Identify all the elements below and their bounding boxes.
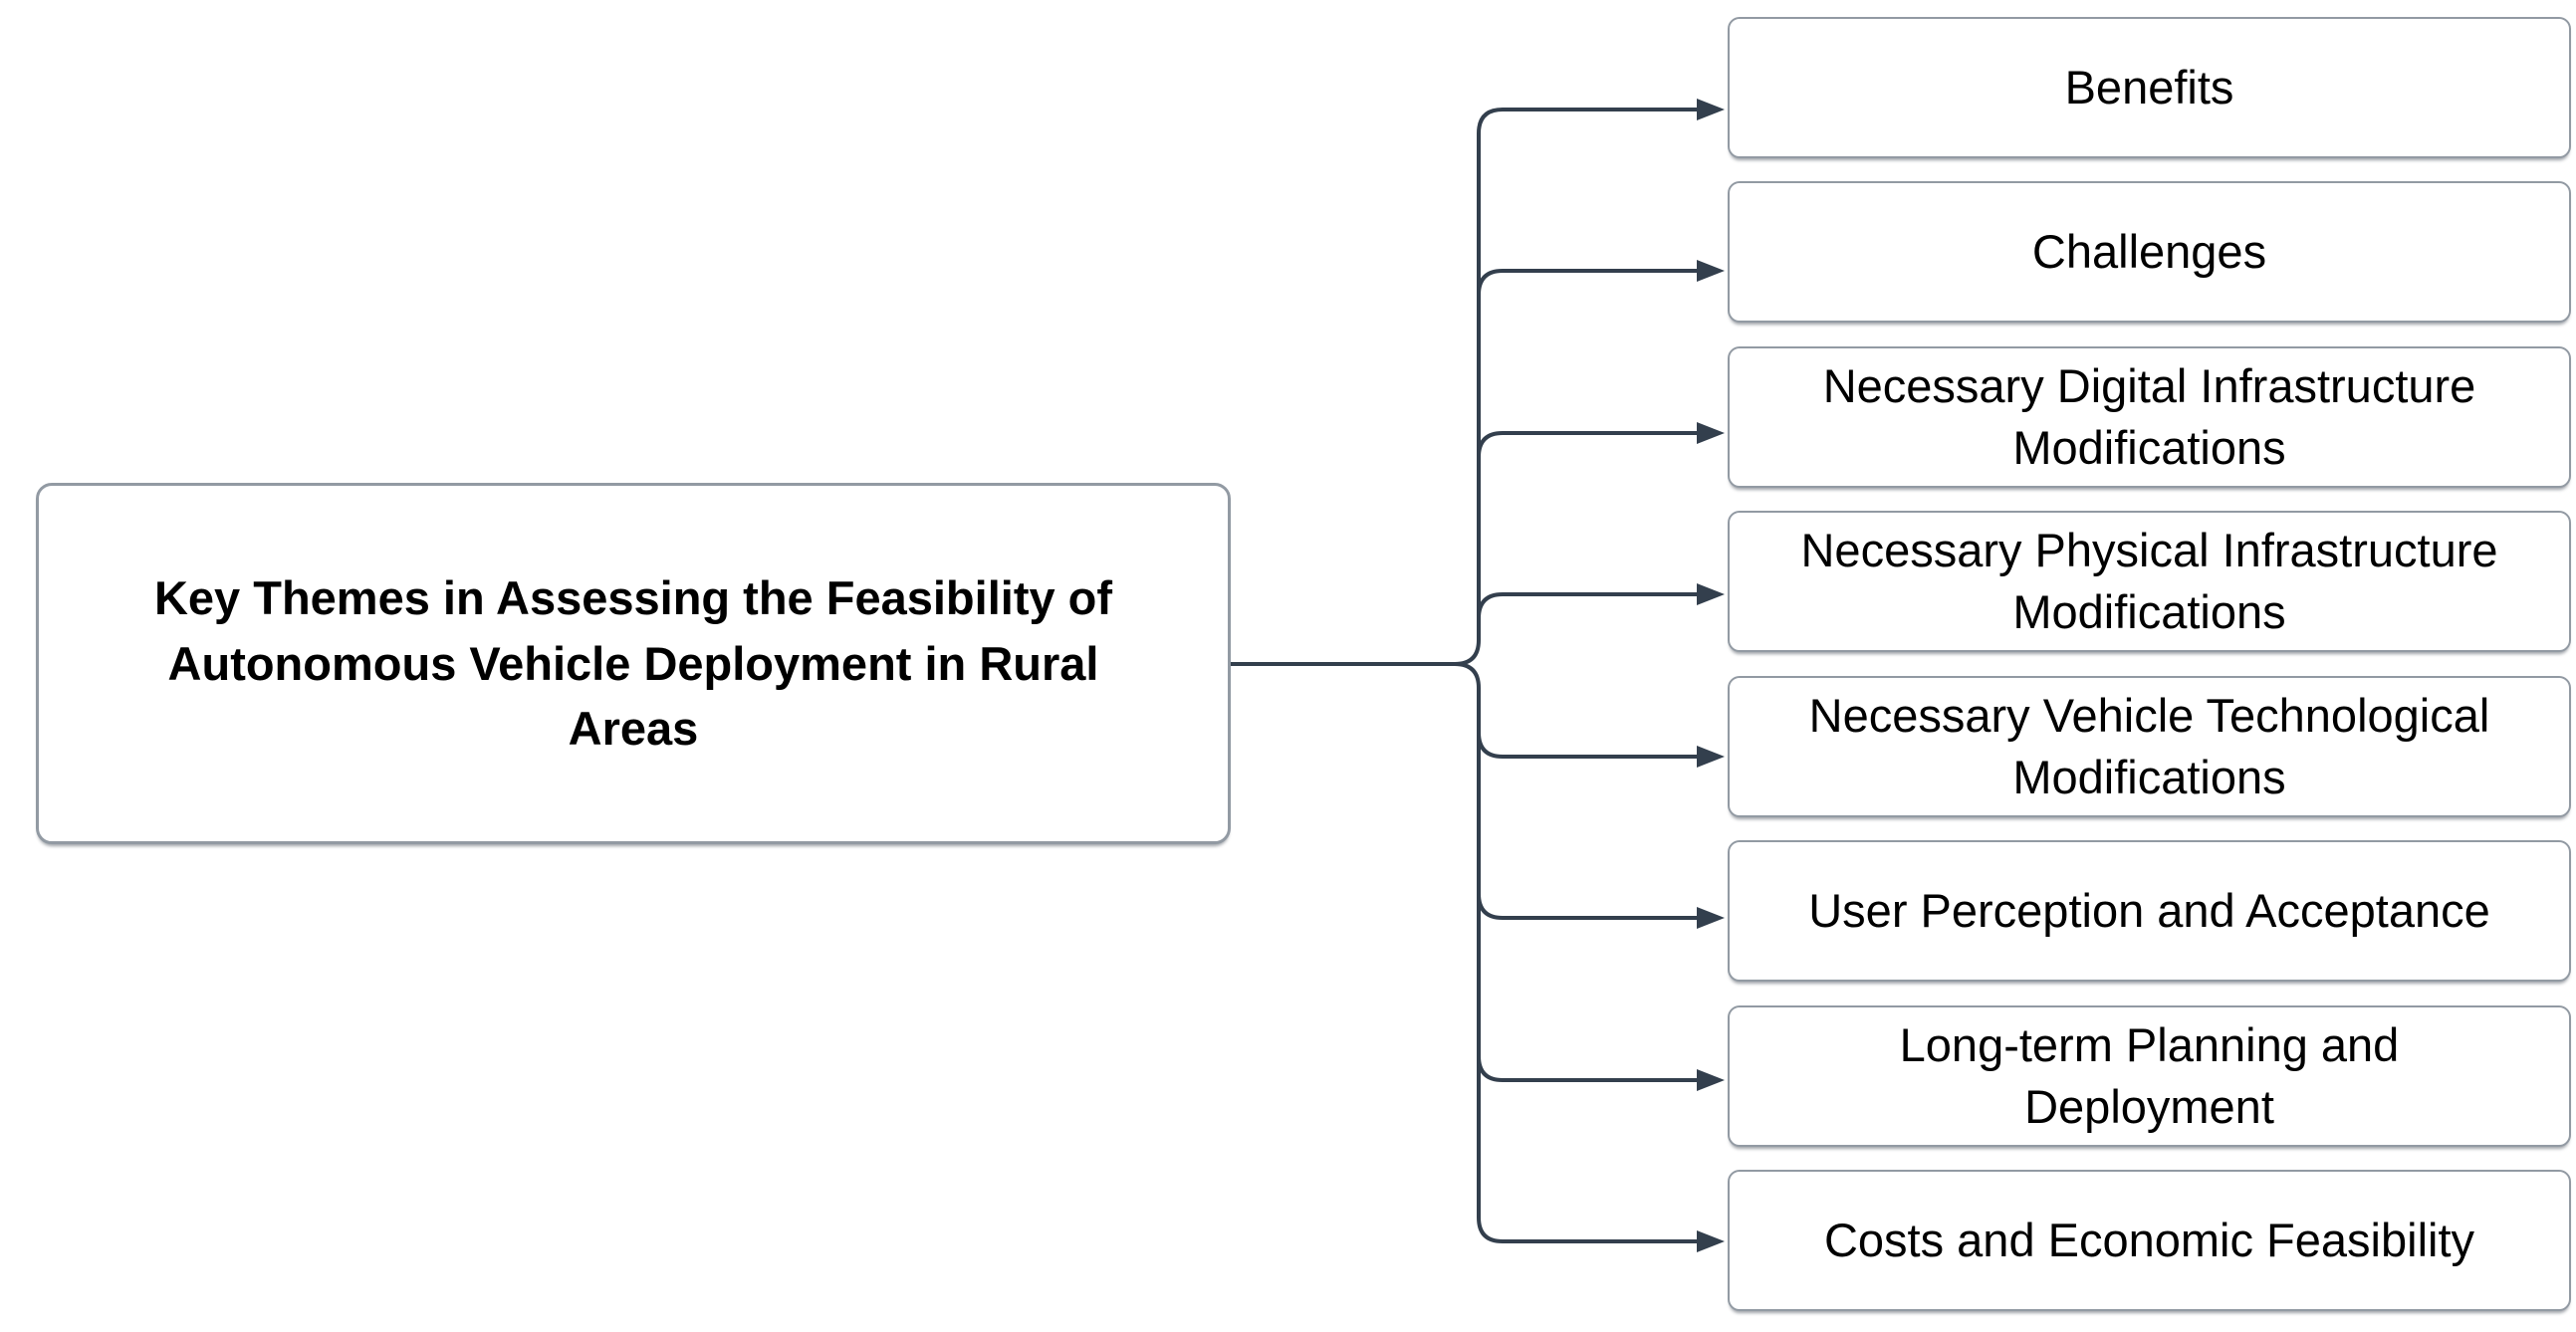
node-label: User Perception and Acceptance — [1808, 883, 2490, 937]
node-digital-infrastructure-modifications: Necessary Digital Infrastructure Modific… — [1728, 346, 2571, 488]
arrowhead-challenges — [1697, 260, 1725, 282]
node-label: Necessary Vehicle Technological Modifica… — [1808, 688, 2490, 803]
node-costs-economic-feasibility: Costs and Economic Feasibility — [1728, 1170, 2571, 1311]
arrowhead-long-term-planning — [1697, 1069, 1725, 1091]
node-long-term-planning-deployment: Long-term Planning and Deployment — [1728, 1005, 2571, 1147]
edge-root-to-benefits — [1231, 108, 1697, 666]
edge-branch-digital-infrastructure — [1477, 431, 1697, 458]
node-vehicle-technological-modifications: Necessary Vehicle Technological Modifica… — [1728, 676, 2571, 817]
root-node: Key Themes in Assessing the Feasibility … — [36, 483, 1231, 844]
edge-branch-long-term-planning — [1477, 1055, 1697, 1082]
node-physical-infrastructure-modifications: Necessary Physical Infrastructure Modifi… — [1728, 511, 2571, 652]
node-label: Necessary Digital Infrastructure Modific… — [1822, 358, 2476, 474]
arrowhead-physical-infrastructure — [1697, 583, 1725, 605]
arrowhead-user-perception — [1697, 907, 1725, 929]
node-challenges: Challenges — [1728, 181, 2571, 323]
edge-branch-vehicle-technological — [1477, 732, 1697, 759]
arrowhead-benefits — [1697, 99, 1725, 120]
edge-branch-user-perception — [1477, 893, 1697, 920]
node-label: Costs and Economic Feasibility — [1823, 1213, 2475, 1266]
arrowhead-digital-infrastructure — [1697, 422, 1725, 444]
edge-root-to-costs — [1454, 662, 1697, 1243]
arrowhead-costs — [1697, 1230, 1725, 1252]
edge-branch-challenges — [1477, 269, 1697, 296]
node-label: Necessary Physical Infrastructure Modifi… — [1800, 523, 2498, 638]
node-label: Challenges — [2031, 224, 2267, 278]
arrowhead-vehicle-technological — [1697, 746, 1725, 768]
node-user-perception-acceptance: User Perception and Acceptance — [1728, 840, 2571, 982]
node-benefits: Benefits — [1728, 17, 2571, 158]
root-node-label: Key Themes in Assessing the Feasibility … — [153, 570, 1113, 756]
node-label: Benefits — [2064, 60, 2234, 113]
edge-branch-physical-infrastructure — [1477, 592, 1697, 619]
node-label: Long-term Planning and Deployment — [1899, 1017, 2400, 1133]
